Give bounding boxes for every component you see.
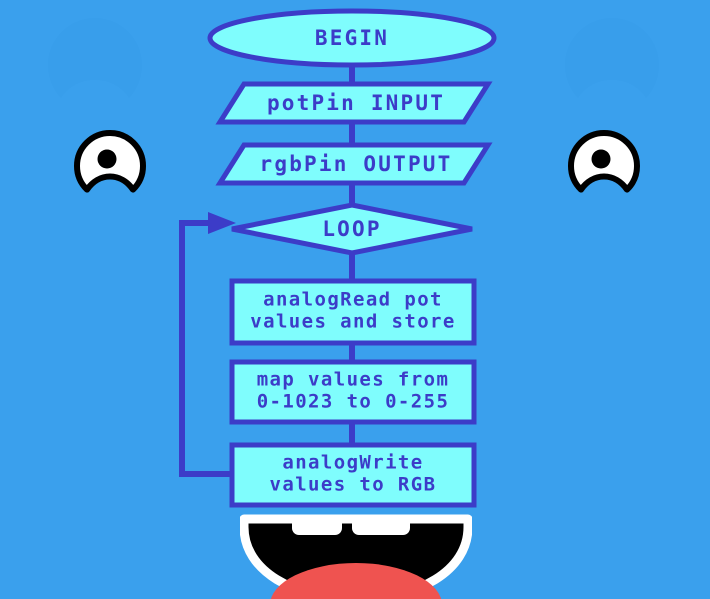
begin-label: BEGIN: [315, 26, 389, 50]
analog-write-label-line2: values to RGB: [270, 474, 437, 496]
rgb-output-shape: [215, 142, 493, 186]
analog-write-shape: [229, 442, 477, 508]
mascot-eye-left-icon: [74, 130, 146, 193]
flow-node-map-values[interactable]: map values from 0-1023 to 0-255: [229, 359, 477, 425]
map-values-shape: [229, 359, 477, 425]
loopback-arrowhead-icon: [208, 212, 236, 234]
flow-node-begin[interactable]: BEGIN: [207, 8, 497, 68]
flow-node-loop[interactable]: LOOP: [231, 202, 473, 256]
begin-shape: [207, 8, 497, 68]
flow-node-analog-write[interactable]: analogWrite values to RGB: [229, 442, 477, 508]
rgb-output-label: rgbPin OUTPUT: [260, 152, 453, 176]
analog-read-label-line2: values and store: [250, 311, 455, 333]
edge-analog-write-to-loop-loopback: [179, 220, 232, 477]
analog-read-label-line1: analogRead pot: [263, 289, 443, 311]
flow-node-rgb-output[interactable]: rgbPin OUTPUT: [215, 142, 493, 186]
map-values-label-line2: 0-1023 to 0-255: [257, 391, 450, 413]
pot-input-shape: [215, 81, 493, 125]
loop-label: LOOP: [322, 217, 381, 241]
map-values-label-line1: map values from: [257, 369, 450, 391]
analog-read-shape: [229, 278, 477, 346]
pot-input-label: potPin INPUT: [267, 91, 445, 115]
flow-node-pot-input[interactable]: potPin INPUT: [215, 81, 493, 125]
mascot-mouth-icon: [240, 514, 472, 599]
mascot-eye-right-icon: [568, 130, 640, 193]
flow-node-analog-read[interactable]: analogRead pot values and store: [229, 278, 477, 346]
analog-write-label-line1: analogWrite: [282, 452, 423, 474]
loop-shape: [231, 202, 473, 256]
